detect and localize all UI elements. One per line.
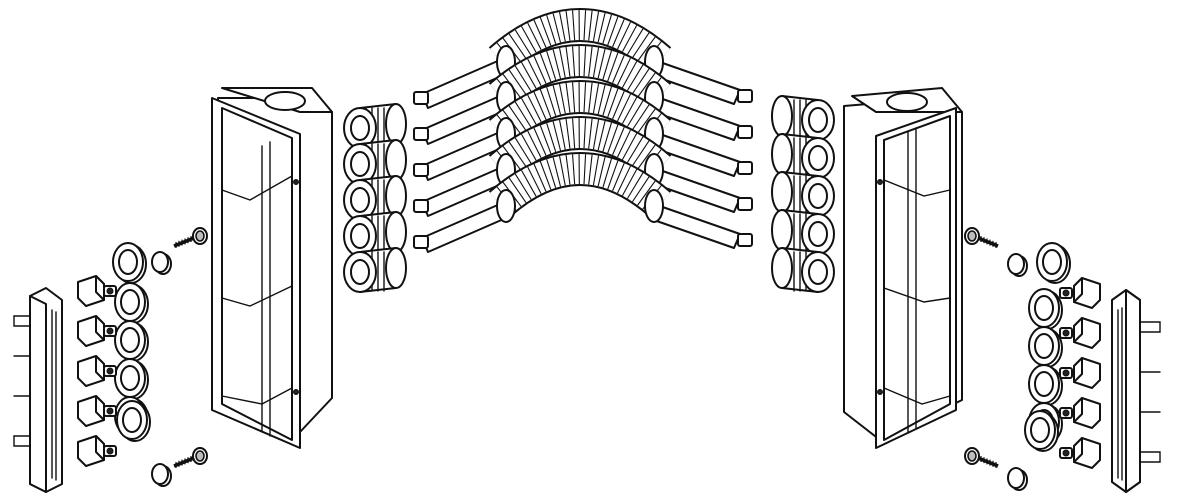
lock-rings-right	[1007, 242, 1071, 491]
lock-ring	[1028, 326, 1063, 368]
lock-ring	[1028, 364, 1063, 406]
cable-clip	[1059, 277, 1101, 309]
right-mounting-rail	[1111, 289, 1161, 493]
lock-ring	[151, 251, 172, 275]
flexible-conduit	[413, 80, 753, 181]
screw-with-plug	[964, 227, 999, 248]
lock-rings-left	[112, 242, 172, 487]
cable-clip	[77, 355, 117, 387]
flexible-conduit-group	[413, 8, 753, 253]
cable-clip	[1059, 357, 1101, 389]
cable-clip	[77, 435, 117, 467]
flexible-conduit	[413, 44, 753, 145]
cable-entry-hole	[264, 91, 306, 111]
threaded-fittings-left	[343, 103, 407, 293]
flexible-conduit	[413, 116, 753, 217]
screw-with-plug	[173, 447, 208, 468]
cable-clip	[77, 315, 117, 347]
cable-entry-hole	[886, 92, 928, 112]
lock-ring	[114, 282, 149, 324]
left-mounting-rail	[13, 287, 63, 493]
lock-ring	[114, 320, 149, 362]
lock-ring	[114, 358, 149, 400]
threaded-fitting	[343, 211, 407, 257]
lock-ring	[151, 463, 172, 487]
threaded-fitting	[343, 139, 407, 185]
threaded-fitting	[771, 209, 835, 255]
cable-clip	[1059, 437, 1101, 469]
cable-clip	[1059, 317, 1101, 349]
lock-ring	[112, 242, 147, 284]
left-wall-box	[211, 87, 333, 449]
cable-clip	[77, 395, 117, 427]
threaded-fitting	[771, 247, 835, 293]
threaded-fittings-right	[771, 95, 835, 293]
screw-with-plug	[964, 447, 999, 468]
lock-ring	[1036, 242, 1071, 284]
screw-sets	[173, 227, 999, 468]
lock-ring	[1007, 253, 1028, 277]
flexible-conduit	[413, 152, 753, 253]
cable-clip	[77, 275, 117, 307]
screw-with-plug	[173, 227, 208, 248]
right-wall-box	[843, 87, 963, 449]
threaded-fitting	[771, 133, 835, 179]
clips-left	[77, 275, 117, 467]
lock-ring	[1028, 288, 1063, 330]
lock-ring	[1024, 410, 1059, 452]
clips-right	[1059, 277, 1101, 469]
lock-ring	[116, 400, 151, 442]
lock-ring	[1007, 467, 1028, 491]
cable-clip	[1059, 397, 1101, 429]
threaded-fitting	[343, 247, 407, 293]
threaded-fitting	[771, 95, 835, 141]
